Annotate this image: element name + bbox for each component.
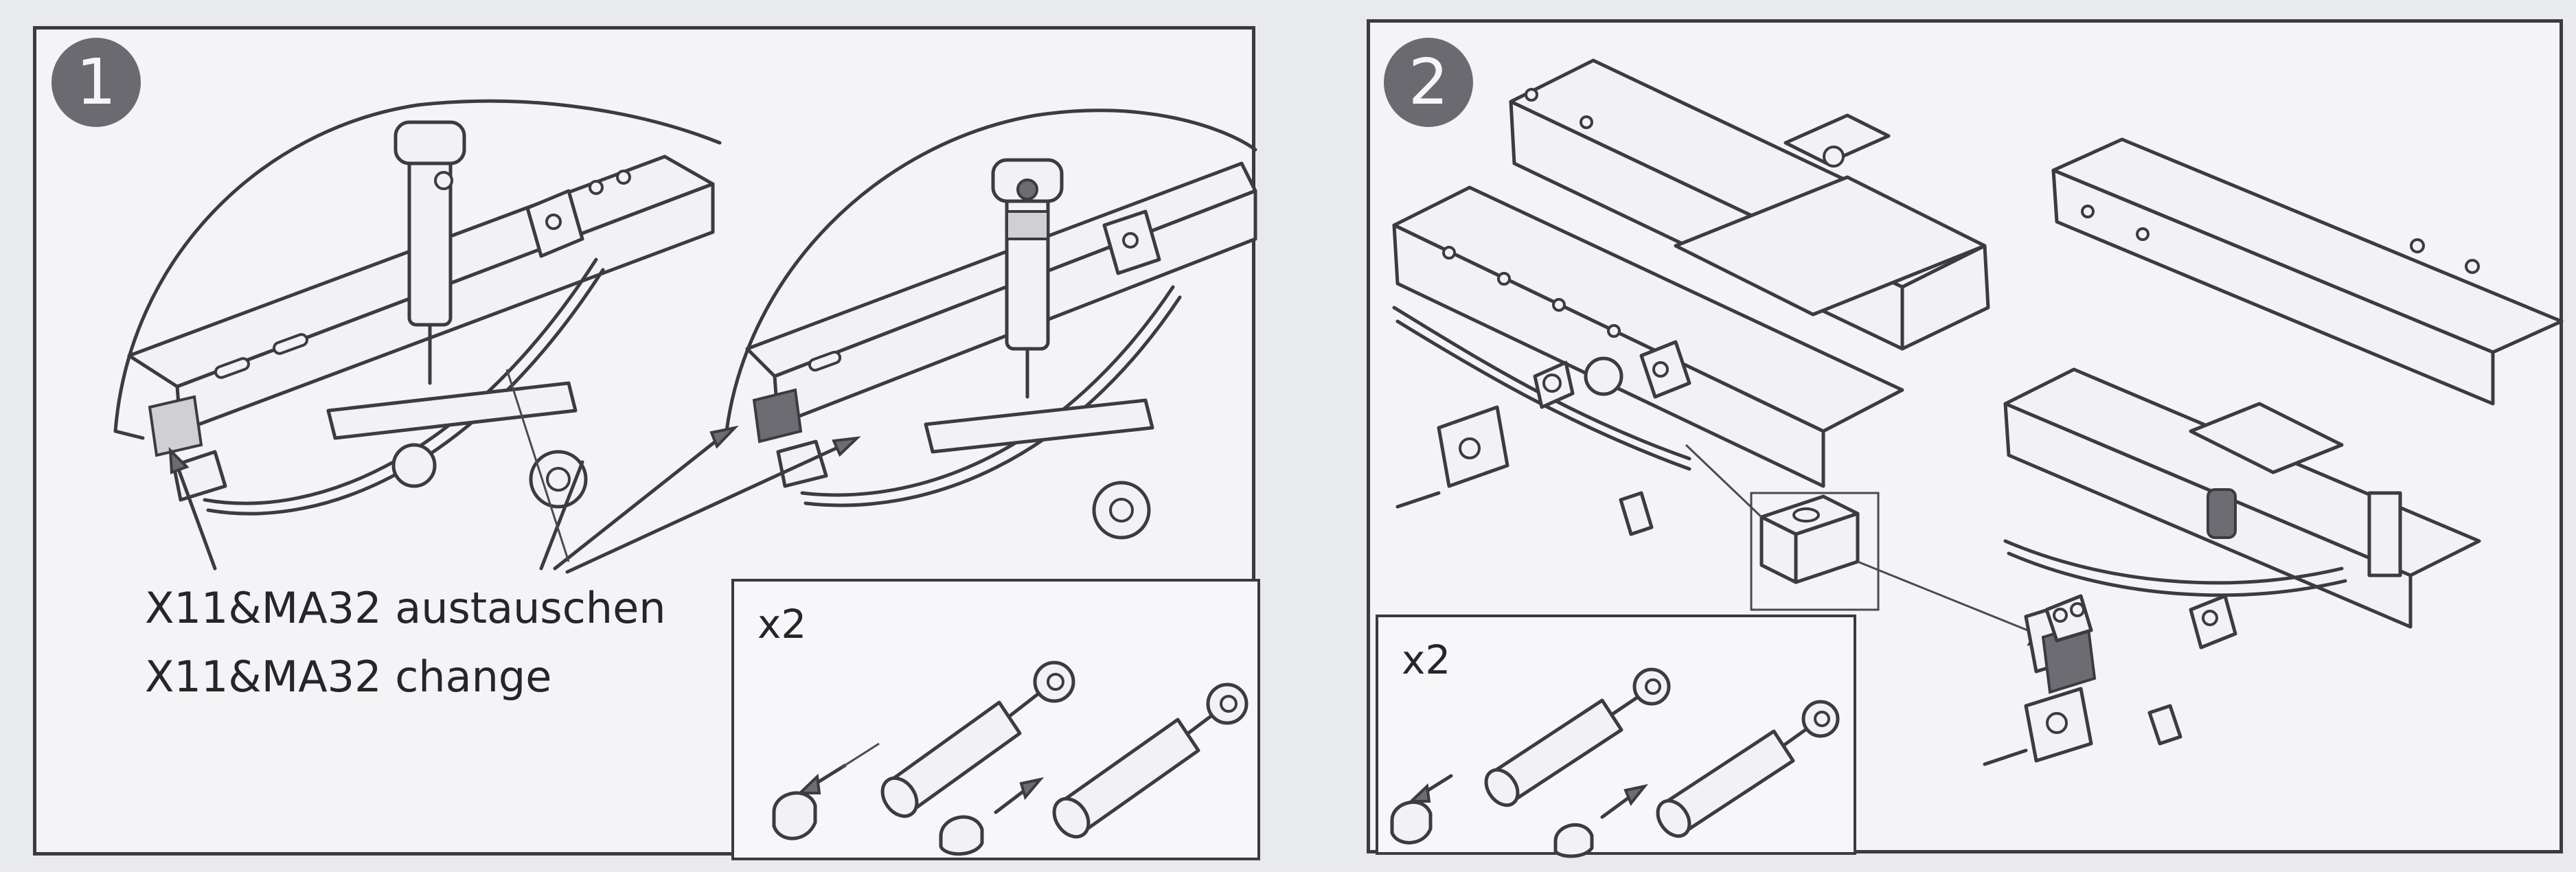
- replace-caption-english: X11&MA32 change: [145, 652, 552, 702]
- step-2-number-badge: 2: [1384, 38, 1473, 127]
- step-1-number-badge: 1: [52, 38, 141, 127]
- step-1-quantity-label: x2: [757, 601, 807, 647]
- step-1-shock-parts-drawing: [772, 661, 1249, 856]
- step-2-shock-parts-drawing: [1390, 667, 1840, 858]
- step-2-illustration: [1392, 58, 2564, 766]
- step-1-shock-parts-inset: x2: [731, 579, 1260, 860]
- step-2-panel: 2: [1367, 19, 2564, 858]
- step-1-illustration: [113, 99, 1257, 574]
- replace-caption-german: X11&MA32 austauschen: [145, 583, 666, 633]
- step-2-quantity-label: x2: [1402, 636, 1451, 683]
- step-1-panel: 1: [33, 26, 1260, 860]
- step-2-shock-parts-inset: x2: [1376, 615, 1856, 858]
